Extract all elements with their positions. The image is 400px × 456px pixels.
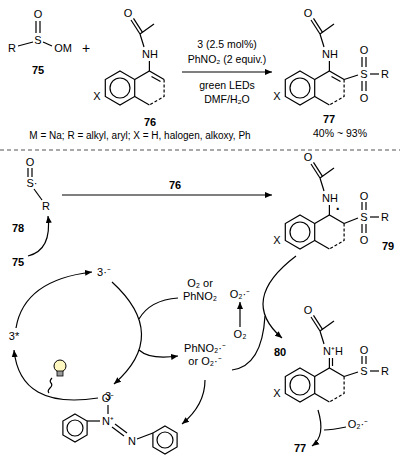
atom-label: O₂ xyxy=(234,329,247,340)
atom-label: O xyxy=(34,9,43,20)
atom-label: NH xyxy=(322,49,338,60)
atom-label: R xyxy=(8,43,16,54)
species-label: O₂ or PhNO₂ xyxy=(176,277,224,303)
atom-label: N xyxy=(128,436,136,447)
atom-label: X xyxy=(273,91,280,102)
atom-label: O xyxy=(360,45,369,56)
compound-number: 77 xyxy=(323,114,335,125)
atom-label: O xyxy=(360,345,369,356)
atom-label: S· xyxy=(27,178,38,189)
atom-label: S xyxy=(360,212,367,223)
atom-label: O xyxy=(360,235,369,246)
atom-label: O₂·⁻ xyxy=(348,419,369,430)
species-label: PhNO₂·⁻ or O₂·⁻ xyxy=(181,342,229,368)
atom-label: O xyxy=(304,152,313,163)
atom-label: S xyxy=(360,366,367,377)
light-bulb xyxy=(54,360,66,376)
atom-label: O₂·⁻ xyxy=(230,289,251,300)
radical-dot: · xyxy=(336,202,341,216)
atom-label: X xyxy=(93,91,100,102)
atom-label: O xyxy=(304,305,313,316)
atom-label: 3* xyxy=(9,331,19,342)
compound-number: 77 xyxy=(294,443,306,454)
condition-text: 40% ~ 93% xyxy=(313,128,367,139)
atom-label: S xyxy=(34,35,41,46)
atom-label: NH xyxy=(142,49,158,60)
atom-label: N⁺ xyxy=(102,416,114,427)
compound-number: 76 xyxy=(169,180,181,191)
reaction-arrows xyxy=(0,72,400,446)
compound-number: 79 xyxy=(382,241,394,252)
atom-label: S xyxy=(360,69,367,80)
condition-text: PhNO₂ (2 equiv.) xyxy=(188,54,267,65)
atom-label: R xyxy=(42,201,50,212)
atom-label: R xyxy=(381,69,389,80)
structure-77 xyxy=(285,18,344,105)
atom-label: 3·⁻ xyxy=(97,267,111,278)
structure-76 xyxy=(105,18,164,105)
bonds xyxy=(18,18,379,454)
atom-label: N⁺H xyxy=(323,346,343,357)
condition-text: DMF/H₂O xyxy=(204,94,250,105)
condition-text: 3 (2.5 mol%) xyxy=(197,39,257,50)
compound-number: 76 xyxy=(144,117,156,128)
atom-label: O xyxy=(360,191,369,202)
footnote: M = Na; R = alkyl, aryl; X = H, halogen,… xyxy=(29,131,250,141)
atom-label: NH xyxy=(322,193,338,204)
atom-label: O xyxy=(124,8,133,19)
compound-number: 75 xyxy=(32,65,44,76)
atom-label: R xyxy=(381,366,389,377)
atom-label: R xyxy=(381,212,389,223)
compound-number: 75 xyxy=(12,257,24,268)
atom-label: O⁻ xyxy=(102,393,115,404)
compound-number: 80 xyxy=(274,347,286,358)
structure-79 xyxy=(285,162,344,249)
compound-number: 78 xyxy=(12,223,24,234)
atom-label: X xyxy=(273,388,280,399)
atom-label: O xyxy=(304,8,313,19)
atom-label: O xyxy=(26,157,35,168)
atom-label: X xyxy=(273,235,280,246)
atom-label: OM xyxy=(54,43,72,54)
condition-text: green LEDs xyxy=(199,80,254,91)
plus-sign: + xyxy=(82,41,90,55)
structure-80 xyxy=(285,315,344,402)
atom-label: O xyxy=(360,93,369,104)
